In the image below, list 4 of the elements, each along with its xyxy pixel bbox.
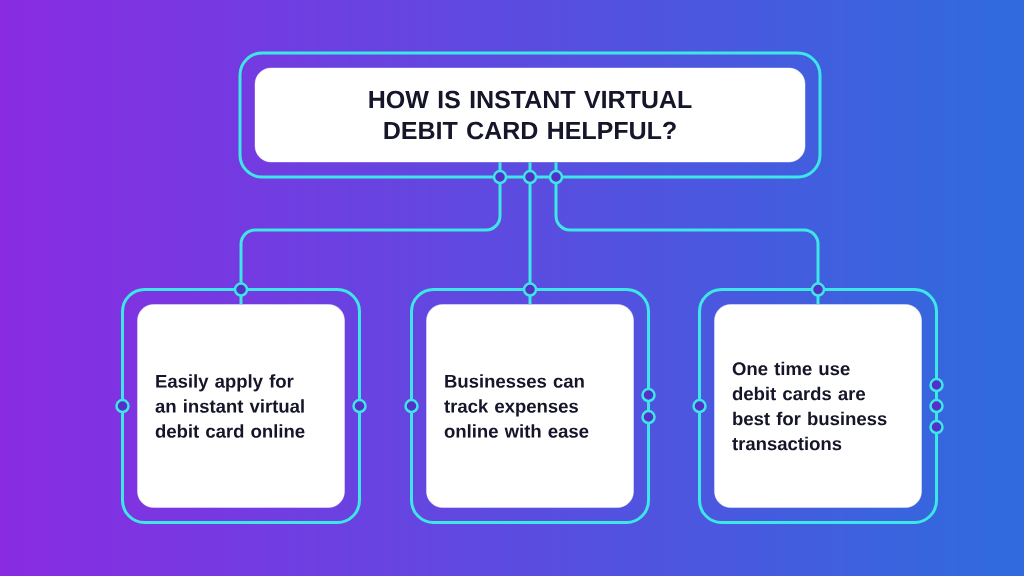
text-card: Businesses can track expenses online with ease <box>426 304 634 508</box>
text-card: One time use debit cards are best for business transactions <box>714 304 922 508</box>
text-card: Easily apply for an instant virtual debit card online <box>137 304 345 508</box>
title-box: HOW IS INSTANT VIRTUAL DEBIT CARD HELPFUL? <box>254 67 806 163</box>
